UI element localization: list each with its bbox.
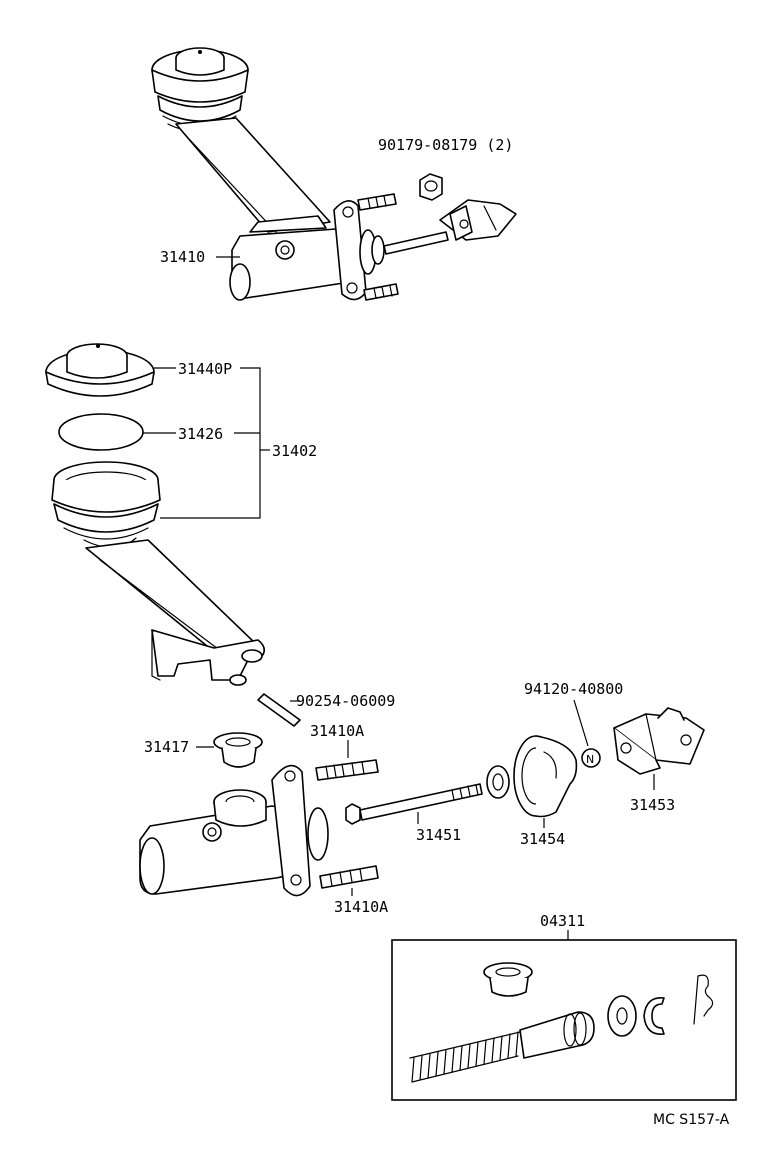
- label-31440p: 31440P: [178, 360, 232, 378]
- reservoir-hose-body: [51, 461, 266, 686]
- label-31451: 31451: [416, 826, 461, 844]
- label-31454: 31454: [520, 830, 565, 848]
- repair-kit-box: [391, 939, 737, 1101]
- washer: [486, 765, 510, 799]
- label-04311: 04311: [540, 912, 585, 930]
- nut-90179: [419, 173, 443, 201]
- label-90254-06009: 90254-06009: [296, 692, 395, 710]
- boot-31454: [513, 735, 578, 818]
- label-94120-40800: 94120-40800: [524, 680, 623, 698]
- label-31417: 31417: [144, 738, 189, 756]
- grommet-31417: [213, 732, 263, 768]
- reservoir-cap-31440p: [45, 343, 155, 397]
- label-31402: 31402: [272, 442, 317, 460]
- stud-31410a-lower: [319, 865, 379, 889]
- label-90179-08179: 90179-08179 (2): [378, 136, 513, 154]
- stud-31410a-upper: [315, 759, 379, 781]
- n-symbol: N: [586, 753, 594, 766]
- kit-clip: [693, 974, 714, 1025]
- kit-snap-ring: [643, 997, 665, 1035]
- reference-code: MC S157-A: [653, 1112, 730, 1128]
- label-31410: 31410: [160, 248, 205, 266]
- assembled-master-cylinder: [151, 47, 517, 301]
- label-31410a-lower: 31410A: [334, 898, 388, 916]
- kit-washer: [607, 995, 637, 1037]
- nut-94120: N: [581, 748, 601, 768]
- label-31453: 31453: [630, 796, 675, 814]
- kit-piston-spring: [409, 1011, 595, 1083]
- label-31410a-upper: 31410A: [310, 722, 364, 740]
- bracket-31402: [160, 367, 261, 519]
- leader-94120: [573, 699, 589, 747]
- kit-cup: [483, 962, 533, 997]
- pin-90254: [257, 693, 301, 727]
- cylinder-body: [139, 764, 329, 897]
- push-rod-31451: [345, 783, 483, 825]
- diaphragm-31426: [58, 413, 144, 451]
- clevis-31453: [613, 707, 705, 775]
- label-31426: 31426: [178, 425, 223, 443]
